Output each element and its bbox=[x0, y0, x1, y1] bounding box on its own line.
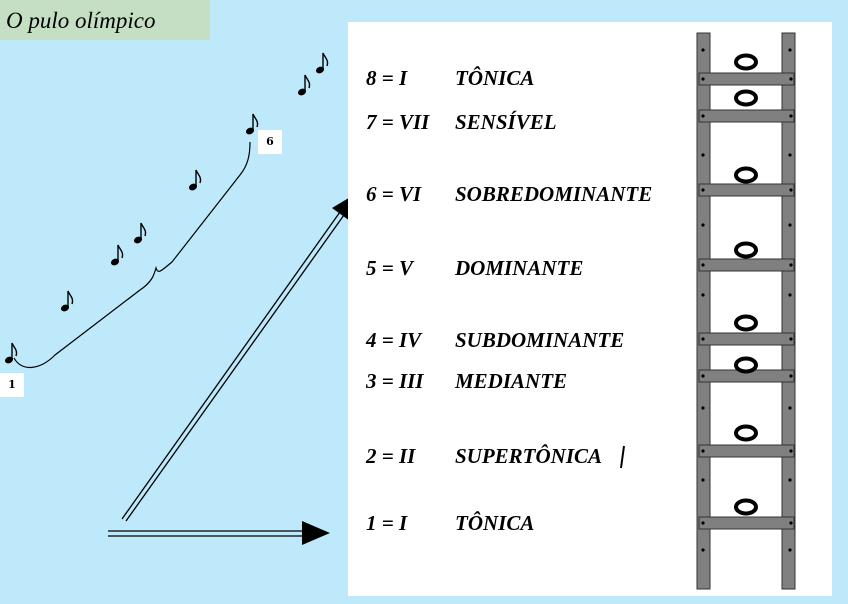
rivet bbox=[789, 188, 793, 192]
rivet bbox=[789, 337, 793, 341]
ladder-rung bbox=[698, 72, 795, 86]
degree-2-name: SUPERTÔNICA bbox=[455, 444, 603, 468]
degree-7-label: 7 = VII bbox=[366, 110, 430, 134]
rivet bbox=[789, 449, 793, 453]
ladder-rung bbox=[698, 444, 795, 458]
rivet bbox=[701, 406, 705, 410]
arrow-icon bbox=[108, 521, 330, 545]
rivet bbox=[701, 478, 705, 482]
whole-note-icon bbox=[734, 241, 758, 259]
whole-note-icon bbox=[734, 53, 758, 71]
eighth-note-icon bbox=[297, 74, 311, 96]
degree-2-label: 2 = II bbox=[366, 444, 416, 468]
leap-start-label: 1 bbox=[0, 373, 24, 397]
degree-5-name: DOMINANTE bbox=[455, 256, 584, 280]
rivet bbox=[701, 374, 705, 378]
rivet bbox=[788, 478, 792, 482]
eighth-notes bbox=[4, 52, 329, 364]
rivet bbox=[701, 263, 705, 267]
rivet bbox=[789, 374, 793, 378]
ladder-rung bbox=[698, 516, 795, 530]
rivet bbox=[701, 188, 705, 192]
rivet bbox=[788, 48, 792, 52]
leap-end-label: 6 bbox=[258, 130, 282, 154]
rivet bbox=[701, 114, 705, 118]
ladder-rung bbox=[698, 109, 795, 123]
degree-5-label: 5 = V bbox=[366, 256, 413, 280]
rivet bbox=[701, 337, 705, 341]
rivet bbox=[789, 114, 793, 118]
degree-1-name: TÔNICA bbox=[455, 511, 535, 535]
curly-brace-icon bbox=[13, 141, 251, 368]
eighth-note-icon bbox=[60, 290, 74, 312]
rivet bbox=[789, 521, 793, 525]
eighth-note-icon bbox=[315, 52, 329, 74]
eighth-note-icon bbox=[245, 113, 259, 135]
degree-6-name: SOBREDOMINANTE bbox=[455, 182, 653, 206]
ladder-rung bbox=[698, 183, 795, 197]
degree-6-label: 6 = VI bbox=[366, 182, 422, 206]
rivet bbox=[701, 77, 705, 81]
degree-8-name: TÔNICA bbox=[455, 66, 535, 90]
degree-1-label: 1 = I bbox=[366, 511, 408, 535]
ladder-rung bbox=[698, 258, 795, 272]
rivet bbox=[701, 293, 705, 297]
ladder-rung bbox=[698, 332, 795, 346]
eighth-note-icon bbox=[110, 244, 124, 266]
whole-note-icon bbox=[734, 314, 758, 332]
whole-note-icon bbox=[734, 424, 758, 442]
eighth-note-icon bbox=[188, 169, 202, 191]
page-title: O pulo olímpico bbox=[6, 8, 156, 33]
whole-note-icon bbox=[734, 356, 758, 374]
degree-3-name: MEDIANTE bbox=[455, 369, 568, 393]
eighth-note-icon bbox=[4, 342, 18, 364]
rivet bbox=[788, 293, 792, 297]
eighth-note-icon bbox=[133, 222, 147, 244]
degree-3-label: 3 = III bbox=[366, 369, 424, 393]
degree-8-label: 8 = I bbox=[366, 66, 408, 90]
rivet bbox=[701, 153, 705, 157]
rivet bbox=[788, 548, 792, 552]
rivet bbox=[788, 223, 792, 227]
whole-note-icon bbox=[734, 498, 758, 516]
degree-7-name: SENSÍVEL bbox=[455, 110, 557, 134]
rivet bbox=[789, 263, 793, 267]
whole-note-icon bbox=[734, 89, 758, 107]
degree-4-name: SUBDOMINANTE bbox=[455, 328, 625, 352]
rivet bbox=[788, 406, 792, 410]
rivet bbox=[701, 223, 705, 227]
title-box: O pulo olímpico bbox=[0, 0, 210, 40]
rivet bbox=[701, 48, 705, 52]
degree-4-label: 4 = IV bbox=[366, 328, 422, 352]
rivet bbox=[701, 548, 705, 552]
rivet bbox=[788, 153, 792, 157]
rivet bbox=[701, 449, 705, 453]
rivet bbox=[701, 521, 705, 525]
whole-note-icon bbox=[734, 166, 758, 184]
rivet bbox=[789, 77, 793, 81]
